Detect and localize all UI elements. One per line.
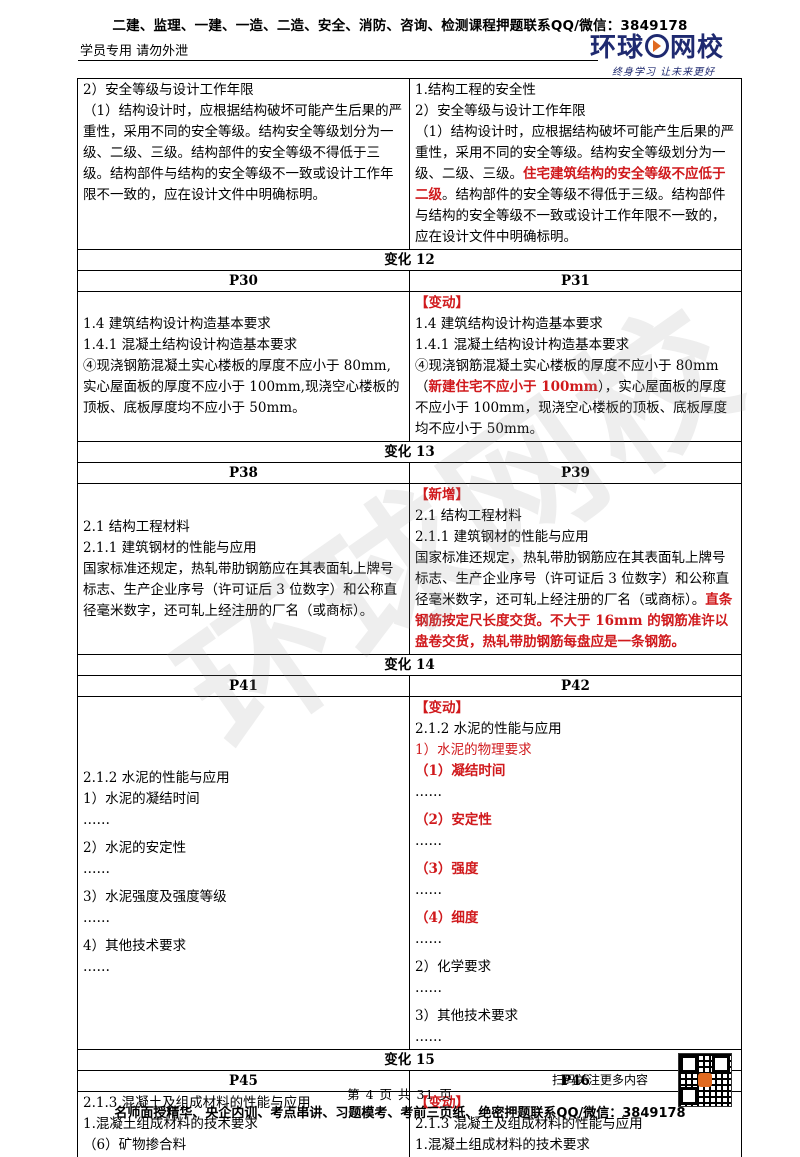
highlight-line: （4）细度 bbox=[415, 908, 736, 929]
play-icon bbox=[645, 34, 669, 58]
right-line: 1.结构工程的安全性 bbox=[415, 80, 736, 101]
table-row: 2.1.2 水泥的性能与应用 1）水泥的凝结时间 …… 2）水泥的安定性 …… … bbox=[78, 697, 742, 1050]
left-line: 3）水泥强度及强度等级 bbox=[83, 887, 404, 908]
left-page-label: P30 bbox=[78, 271, 410, 292]
right-cell: 1.结构工程的安全性 2）安全等级与设计工作年限 （1）结构设计时，应根据结构破… bbox=[410, 79, 742, 250]
left-line: …… bbox=[83, 859, 404, 880]
left-page-label: P41 bbox=[78, 676, 410, 697]
right-line: …… bbox=[415, 1027, 736, 1048]
logo-wordmark: 环球网校 bbox=[590, 32, 740, 63]
left-line: 2）水泥的安定性 bbox=[83, 838, 404, 859]
logo-text-a: 环球 bbox=[590, 33, 644, 63]
left-line: 2.1.1 建筑钢材的性能与应用 bbox=[83, 538, 404, 559]
right-cell: 【变动】 1.4 建筑结构设计构造基本要求 1.4.1 混凝土结构设计构造基本要… bbox=[410, 292, 742, 442]
footer-contact-banner: 名师面授精华、央企内训、考点串讲、习题模考、考前三页纸、绝密押题联系QQ/微信：… bbox=[0, 1102, 800, 1121]
left-line: 1.4.1 混凝土结构设计构造基本要求 bbox=[83, 335, 404, 356]
change-title-row: 变化 14 bbox=[78, 655, 742, 676]
left-line: …… bbox=[83, 957, 404, 978]
spacer bbox=[83, 880, 404, 887]
change-tag: 【新增】 bbox=[415, 485, 736, 506]
spacer bbox=[415, 999, 736, 1006]
page-header-row: P30 P31 bbox=[78, 271, 742, 292]
spacer bbox=[415, 950, 736, 957]
left-line: 1）水泥的凝结时间 bbox=[83, 789, 404, 810]
right-line: 3）其他技术要求 bbox=[415, 1006, 736, 1027]
right-line: …… bbox=[415, 880, 736, 901]
change-title: 变化 12 bbox=[78, 250, 742, 271]
right-line: ④现浇钢筋混凝土实心楼板的厚度不应小于 80mm（新建住宅不应小于 100mm）… bbox=[415, 356, 736, 440]
qr-corner bbox=[712, 1055, 730, 1073]
right-line: （1）结构设计时，应根据结构破坏可能产生后果的严重性，采用不同的安全等级。结构安… bbox=[415, 122, 736, 248]
comparison-table: 2）安全等级与设计工作年限 （1）结构设计时，应根据结构破坏可能产生后果的严重性… bbox=[77, 78, 742, 1157]
page-number: 第 4 页 共 31 页 bbox=[0, 1084, 800, 1103]
right-line: …… bbox=[415, 978, 736, 999]
header-divider bbox=[78, 60, 598, 61]
right-line: 2.1 结构工程材料 bbox=[415, 506, 736, 527]
left-cell: 2）安全等级与设计工作年限 （1）结构设计时，应根据结构破坏可能产生后果的严重性… bbox=[78, 79, 410, 250]
table-row: 1.4 建筑结构设计构造基本要求 1.4.1 混凝土结构设计构造基本要求 ④现浇… bbox=[78, 292, 742, 442]
highlight-line: （1）凝结时间 bbox=[415, 761, 736, 782]
change-title-row: 变化 12 bbox=[78, 250, 742, 271]
right-line: 2）安全等级与设计工作年限 bbox=[415, 101, 736, 122]
table-row: 2）安全等级与设计工作年限 （1）结构设计时，应根据结构破坏可能产生后果的严重性… bbox=[78, 79, 742, 250]
brand-logo: 环球网校 终身学习 让未来更好 bbox=[590, 32, 740, 82]
change-tag: 【变动】 bbox=[415, 698, 736, 719]
right-page-label: P31 bbox=[410, 271, 742, 292]
left-line: 2.1 结构工程材料 bbox=[83, 517, 404, 538]
spacer bbox=[83, 929, 404, 936]
spacer bbox=[415, 901, 736, 908]
left-line: （1）结构设计时，应根据结构破坏可能产生后果的严重性，采用不同的安全等级。结构安… bbox=[83, 101, 404, 206]
left-cell: 1.4 建筑结构设计构造基本要求 1.4.1 混凝土结构设计构造基本要求 ④现浇… bbox=[78, 292, 410, 442]
top-contact-banner: 二建、监理、一建、一造、二造、安全、消防、咨询、检测课程押题联系QQ/微信：38… bbox=[0, 14, 800, 34]
text-span: 国家标准还规定，热轧带肋钢筋应在其表面轧上牌号标志、生产企业序号（许可证后 3 … bbox=[415, 550, 729, 608]
left-line: …… bbox=[83, 908, 404, 929]
right-line: 2）化学要求 bbox=[415, 957, 736, 978]
spacer bbox=[83, 831, 404, 838]
left-line: 国家标准还规定，热轧带肋钢筋应在其表面轧上牌号标志、生产企业序号（许可证后 3 … bbox=[83, 559, 404, 622]
right-page-label: P39 bbox=[410, 463, 742, 484]
change-title-row: 变化 13 bbox=[78, 442, 742, 463]
right-cell: 【新增】 2.1 结构工程材料 2.1.1 建筑钢材的性能与应用 国家标准还规定… bbox=[410, 484, 742, 655]
right-line: 1.混凝土组成材料的技术要求 bbox=[415, 1135, 736, 1156]
right-line: 2.1.1 建筑钢材的性能与应用 bbox=[415, 527, 736, 548]
left-line: 4）其他技术要求 bbox=[83, 936, 404, 957]
left-line: （6）矿物掺合料 bbox=[83, 1135, 404, 1156]
change-title: 变化 13 bbox=[78, 442, 742, 463]
highlight-line: 1）水泥的物理要求 bbox=[415, 740, 736, 761]
highlight-line: （2）安定性 bbox=[415, 810, 736, 831]
logo-text-b: 网校 bbox=[670, 33, 724, 63]
change-title: 变化 14 bbox=[78, 655, 742, 676]
highlight-text: 新建住宅不应小于 100mm bbox=[429, 379, 598, 395]
student-only-label: 学员专用 请勿外泄 bbox=[80, 40, 188, 59]
right-cell: 【变动】 2.1.2 水泥的性能与应用 1）水泥的物理要求 （1）凝结时间 ……… bbox=[410, 697, 742, 1050]
page-header-row: P38 P39 bbox=[78, 463, 742, 484]
right-line: 1.4 建筑结构设计构造基本要求 bbox=[415, 314, 736, 335]
right-line: …… bbox=[415, 782, 736, 803]
text-span: 。结构部件的安全等级不得低于三级。结构部件与结构的安全等级不一致或设计工作年限不… bbox=[415, 187, 726, 245]
right-line: 1.4.1 混凝土结构设计构造基本要求 bbox=[415, 335, 736, 356]
right-line: 国家标准还规定，热轧带肋钢筋应在其表面轧上牌号标志、生产企业序号（许可证后 3 … bbox=[415, 548, 736, 653]
left-cell: 2.1.2 水泥的性能与应用 1）水泥的凝结时间 …… 2）水泥的安定性 …… … bbox=[78, 697, 410, 1050]
right-page-label: P42 bbox=[410, 676, 742, 697]
left-page-label: P38 bbox=[78, 463, 410, 484]
left-line: …… bbox=[83, 810, 404, 831]
spacer bbox=[415, 803, 736, 810]
highlight-line: （3）强度 bbox=[415, 859, 736, 880]
logo-slogan: 终身学习 让未来更好 bbox=[612, 63, 740, 78]
left-line: 2）安全等级与设计工作年限 bbox=[83, 80, 404, 101]
right-line: …… bbox=[415, 929, 736, 950]
change-title-row: 变化 15 bbox=[78, 1050, 742, 1071]
left-line: 2.1.2 水泥的性能与应用 bbox=[83, 768, 404, 789]
left-line: ④现浇钢筋混凝土实心楼板的厚度不应小于 80mm,实心屋面板的厚度不应小于 10… bbox=[83, 356, 404, 419]
right-line: …… bbox=[415, 831, 736, 852]
spacer bbox=[415, 852, 736, 859]
change-title: 变化 15 bbox=[78, 1050, 742, 1071]
qr-corner bbox=[680, 1055, 698, 1073]
left-cell: 2.1 结构工程材料 2.1.1 建筑钢材的性能与应用 国家标准还规定，热轧带肋… bbox=[78, 484, 410, 655]
change-tag: 【变动】 bbox=[415, 293, 736, 314]
left-line: 1.4 建筑结构设计构造基本要求 bbox=[83, 314, 404, 335]
table-row: 2.1 结构工程材料 2.1.1 建筑钢材的性能与应用 国家标准还规定，热轧带肋… bbox=[78, 484, 742, 655]
page-header-row: P41 P42 bbox=[78, 676, 742, 697]
right-line: 2.1.2 水泥的性能与应用 bbox=[415, 719, 736, 740]
